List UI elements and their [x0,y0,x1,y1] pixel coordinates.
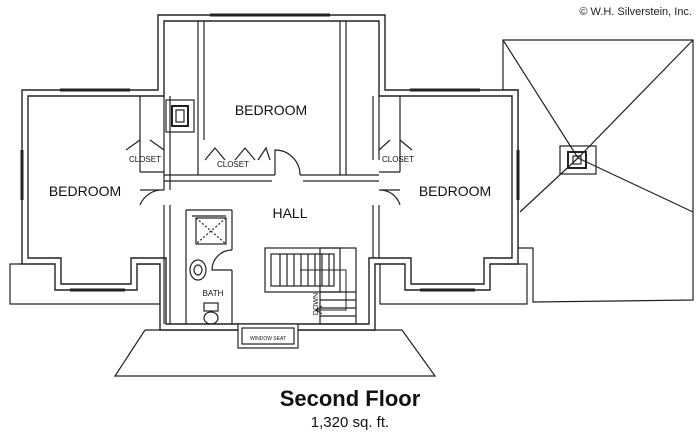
staircase [264,247,357,325]
label-closet-left: CLOSET [129,155,161,164]
window-seat [237,323,299,349]
interior-walls [139,21,401,324]
label-closet-right: CLOSET [382,155,414,164]
floor-title: Second Floor [279,386,421,411]
right-roof-area [502,39,694,303]
label-bedroom-right: BEDROOM [419,183,491,199]
copyright-text: © W.H. Silverstein, Inc. [579,6,692,18]
label-window-seat: WINDOW SEAT [250,336,286,342]
chimney-left [165,99,195,133]
shower [195,217,227,245]
windows [20,13,520,292]
floor-area: 1,320 sq. ft. [310,414,390,431]
sink [189,259,207,281]
doors [125,139,413,271]
label-bath: BATH [203,289,224,298]
toilet [203,302,219,325]
label-bedroom-left: BEDROOM [49,183,121,199]
label-closet-center: CLOSET [217,160,249,169]
label-stair-down: DOWN [313,293,320,315]
label-bedroom-top: BEDROOM [235,102,307,118]
label-hall: HALL [272,205,307,221]
exterior-walls [21,14,519,331]
